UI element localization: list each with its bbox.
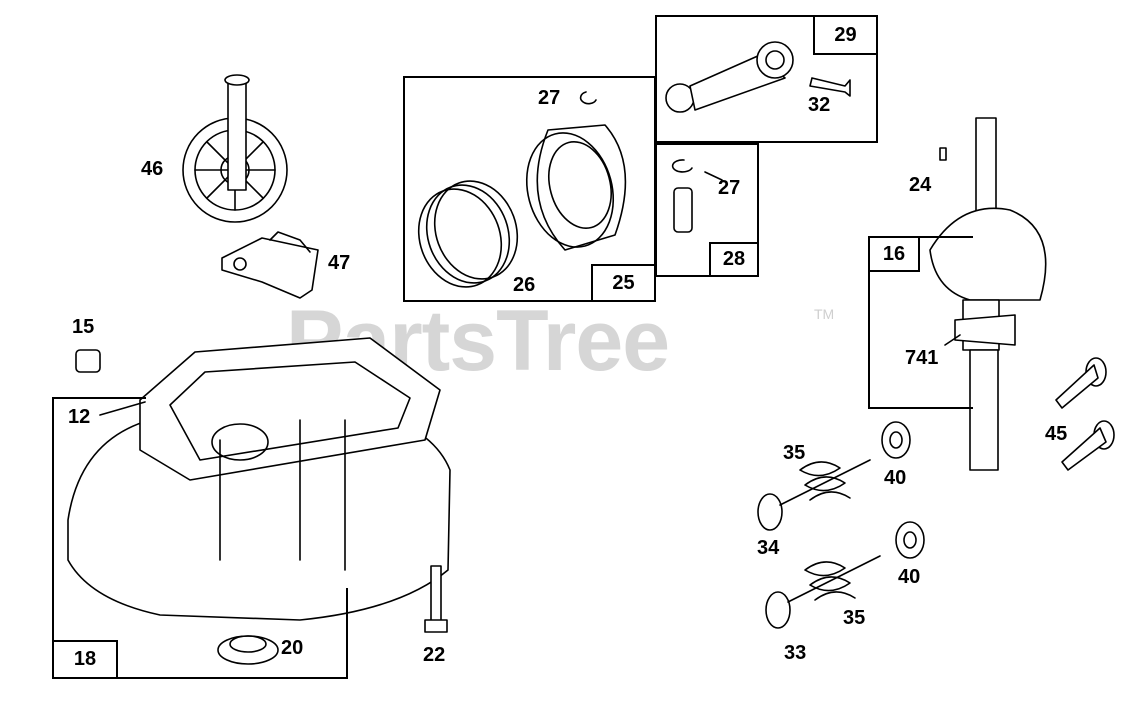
retaining-clip-drawing (579, 91, 597, 105)
leader-line-12 (99, 401, 146, 416)
valve-45-upper-drawing (1055, 357, 1107, 409)
piston-drawing (525, 124, 627, 251)
valve-34-assembly-drawing (757, 421, 911, 531)
label-24: 24 (909, 174, 932, 196)
valve-33-assembly-drawing (765, 521, 925, 629)
trademark-mark: TM (814, 306, 835, 322)
label-20: 20 (281, 637, 304, 659)
label-32: 32 (808, 94, 831, 116)
connecting-rod-drawing (665, 41, 794, 113)
label-35-bottom: 35 (843, 607, 866, 629)
oil-seal-drawing (217, 635, 279, 665)
label-15: 15 (72, 316, 95, 338)
box-connecting-rod (655, 15, 878, 143)
key-drawing (939, 147, 947, 161)
label-40-top: 40 (884, 467, 907, 489)
label-40-bottom: 40 (898, 566, 921, 588)
crankshaft-drawing (929, 117, 1047, 471)
rod-bolt-drawing (809, 77, 851, 97)
label-22: 22 (423, 644, 446, 666)
label-741: 741 (905, 347, 939, 369)
plug-drawing (75, 349, 101, 373)
bolt-drawing (424, 565, 448, 633)
label-34: 34 (757, 537, 780, 559)
wrist-pin-clip-drawing (671, 159, 693, 173)
leader-line-27 (704, 171, 723, 181)
tag-18: 18 (52, 640, 118, 679)
piston-rings-drawing (417, 180, 519, 288)
wrist-pin-drawing (673, 187, 693, 233)
box-wrist-pin (655, 143, 759, 277)
label-27-top: 27 (538, 87, 561, 109)
label-35-top: 35 (783, 442, 806, 464)
label-27-right: 27 (718, 177, 741, 199)
label-12: 12 (68, 406, 91, 428)
box-crankcase (52, 397, 348, 679)
label-45: 45 (1045, 423, 1068, 445)
label-26: 26 (513, 274, 536, 296)
leader-line-741 (944, 334, 961, 346)
tag-29: 29 (813, 15, 878, 55)
box-crankcase-top-edge (52, 397, 146, 399)
label-46: 46 (141, 158, 164, 180)
camshaft-gear-drawing (182, 74, 288, 223)
box-crankshaft (868, 236, 973, 409)
crankcase-drawing (67, 337, 451, 621)
label-33: 33 (784, 642, 807, 664)
tag-16: 16 (868, 236, 920, 272)
box-crankcase-right-edge (346, 588, 348, 679)
governor-drawing (221, 231, 319, 299)
tag-25: 25 (591, 264, 656, 302)
valve-45-lower-drawing (1061, 420, 1115, 471)
tag-28: 28 (709, 242, 759, 277)
label-47: 47 (328, 252, 351, 274)
